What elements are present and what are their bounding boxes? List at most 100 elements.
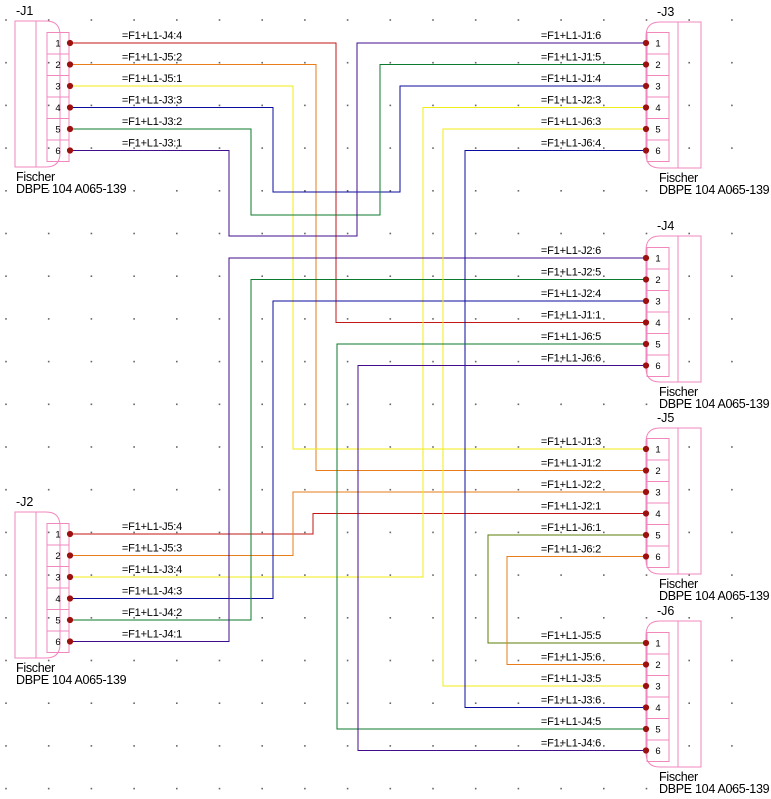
wire-label: =F1+L1-J5:4 [122,521,182,533]
grid-dot [133,617,135,619]
connection-point[interactable] [642,747,650,754]
connection-point[interactable] [642,553,650,560]
connection-point[interactable] [66,125,74,133]
connector-body[interactable] [14,20,61,168]
grid-dot [389,787,392,790]
connector-j6[interactable]: 1=F1+L1-J5:52=F1+L1-J5:63=F1+L1-J3:54=F1… [541,604,770,796]
connection-point[interactable] [66,82,74,90]
connection-point[interactable] [66,147,74,154]
connection-point[interactable] [642,488,650,496]
grid-dot [474,61,477,64]
connection-point[interactable] [66,638,74,645]
connector-j5[interactable]: 1=F1+L1-J1:32=F1+L1-J1:23=F1+L1-J2:24=F1… [541,411,770,603]
wire-j1-4-to-j3-3[interactable] [70,85,646,193]
connection-point[interactable] [642,104,650,111]
grid-dot [688,61,690,64]
grid-dot [261,275,263,277]
connection-point[interactable] [642,704,650,711]
connector-j4[interactable]: 1=F1+L1-J2:62=F1+L1-J2:53=F1+L1-J2:44=F1… [541,219,770,411]
connection-point[interactable] [642,319,650,326]
wire-j3-5-to-j6-3[interactable] [442,128,646,687]
grid-dot [688,360,690,363]
connection-point[interactable] [66,61,74,68]
connection-point[interactable] [642,61,650,68]
connection-point[interactable] [642,82,650,90]
grid-dot [218,403,221,406]
wire-j2-1-to-j5-4[interactable] [70,512,646,535]
connector-manufacturer: Fischer [659,171,698,185]
connection-point[interactable] [642,297,650,305]
grid-dot [474,446,477,448]
connection-point[interactable] [642,467,650,474]
wire-j5-5-to-j6-1[interactable] [487,534,646,644]
connection-point[interactable] [642,147,650,154]
grid-dot [432,488,434,491]
wire-j2-3-to-j3-4[interactable] [70,106,646,578]
connection-point[interactable] [642,531,650,539]
grid-dot [517,360,520,363]
connector-j2[interactable]: 1=F1+L1-J5:42=F1+L1-J5:33=F1+L1-J3:44=F1… [14,495,182,687]
connector-body[interactable] [645,21,702,169]
wire-label: =F1+L1-J4:5 [541,716,601,728]
wire-j3-6-to-j6-4[interactable] [464,149,646,709]
connector-title: -J6 [657,604,674,618]
connector-j1[interactable]: 1=F1+L1-J4:42=F1+L1-J5:23=F1+L1-J5:14=F1… [14,4,182,196]
connection-point[interactable] [642,445,650,453]
connection-point[interactable] [642,276,650,283]
wire-j4-5-to-j6-5[interactable] [336,343,646,730]
connection-point[interactable] [642,362,650,369]
connection-point[interactable] [642,682,650,690]
wire-j2-2-to-j5-3[interactable] [70,491,646,557]
grid-dot [261,61,263,64]
grid-dot [346,275,349,277]
grid-dot [432,403,434,406]
connection-point[interactable] [66,616,74,624]
grid-dot [432,318,434,320]
wire-j1-3-to-j5-1[interactable] [70,85,646,450]
grid-dot [389,659,392,662]
wire-j5-6-to-j6-2[interactable] [506,555,646,666]
connection-point[interactable] [66,573,74,581]
connection-point[interactable] [642,510,650,517]
grid-dot [176,702,178,704]
grid-dot [261,360,263,363]
wire-j1-1-to-j4-4[interactable] [70,42,646,324]
grid-dot [731,360,733,363]
grid-dot [261,104,263,107]
grid-dot [603,488,605,491]
wire-j2-5-to-j4-2[interactable] [70,278,646,621]
wire-j1-6-to-j3-1[interactable] [70,42,646,237]
wire-label: =F1+L1-J4:6 [541,738,601,750]
grid-dot [688,104,690,107]
connector-body[interactable] [645,427,702,575]
connector-body[interactable] [645,235,702,383]
grid-dot [560,275,562,277]
connector-body[interactable] [14,511,61,659]
connection-point[interactable] [66,595,74,602]
wire-j1-5-to-j3-2[interactable] [70,63,646,216]
connection-point[interactable] [642,639,650,647]
connection-point[interactable] [642,661,650,668]
wire-j1-2-to-j5-2[interactable] [70,63,646,472]
connection-point[interactable] [642,725,650,733]
grid-dot [176,403,178,406]
connector-j3[interactable]: 1=F1+L1-J1:62=F1+L1-J1:53=F1+L1-J1:44=F1… [541,5,770,197]
connection-point[interactable] [642,125,650,133]
wire-label: =F1+L1-J1:3 [541,436,601,448]
wire-j2-6-to-j4-1[interactable] [70,257,646,643]
connection-point[interactable] [66,104,74,111]
wire-j4-6-to-j6-6[interactable] [357,364,646,752]
pin-number: 6 [655,552,660,563]
wire-j2-4-to-j4-3[interactable] [70,300,646,600]
grid-dot [346,147,349,149]
pin-number: 6 [655,361,660,372]
connection-point[interactable] [642,340,650,348]
connector-body[interactable] [645,620,702,768]
connection-point[interactable] [66,530,74,538]
connection-point[interactable] [66,39,74,47]
connection-point[interactable] [642,39,650,47]
grid-dot [90,360,93,363]
connection-point[interactable] [66,552,74,559]
connection-point[interactable] [642,254,650,262]
